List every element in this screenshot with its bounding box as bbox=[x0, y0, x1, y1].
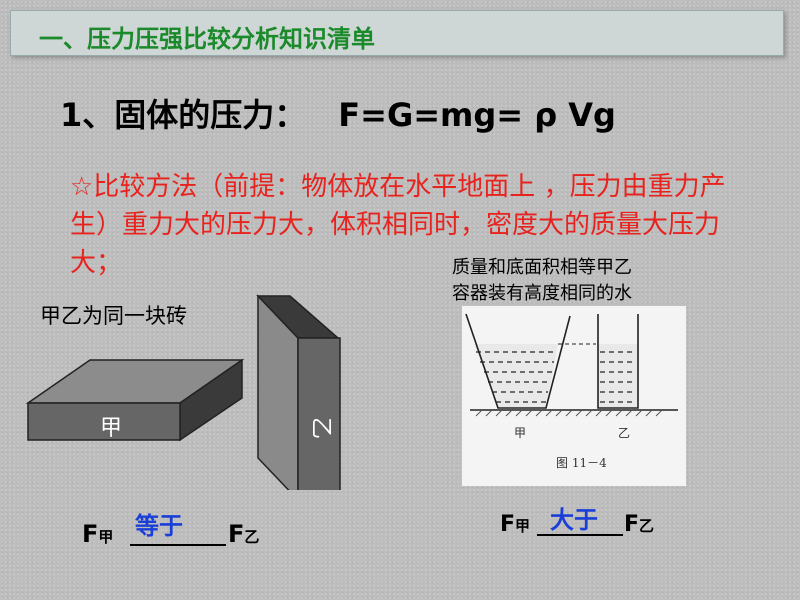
brick-caption: 甲乙为同一块砖 bbox=[40, 304, 187, 328]
brick-b-label: 乙 bbox=[308, 416, 334, 440]
heading-label: 1、固体的压力： bbox=[60, 96, 307, 134]
right-answer: 大于 bbox=[550, 506, 598, 534]
left-f-b: F乙 bbox=[228, 520, 260, 548]
right-answer-line bbox=[537, 534, 623, 536]
pressure-formula: F=G=mg= ρ Vg bbox=[338, 96, 616, 134]
left-answer-line bbox=[130, 544, 226, 546]
right-f-b: F乙 bbox=[624, 512, 655, 537]
brick-a-label: 甲 bbox=[100, 416, 123, 441]
left-answer: 等于 bbox=[135, 512, 183, 540]
container-b-water bbox=[598, 344, 638, 408]
brick-b-front bbox=[297, 337, 341, 490]
comparison-method-text: ☆比较方法（前提：物体放在水平地面上 ，压力由重力产生）重力大的压力大，体积相同… bbox=[70, 172, 726, 278]
title-bar: 一、压力压强比较分析知识清单 bbox=[10, 10, 784, 56]
slide-title: 一、压力压强比较分析知识清单 bbox=[39, 25, 375, 53]
container-figure: 甲 乙 图 11－4 bbox=[462, 306, 686, 486]
container-b-label: 乙 bbox=[618, 426, 631, 440]
brick-a-front bbox=[27, 402, 181, 441]
right-f-a: F甲 bbox=[500, 512, 531, 537]
container-b-walls bbox=[597, 314, 639, 409]
container-caption: 质量和底面积相等甲乙 容器装有高度相同的水 bbox=[452, 257, 632, 304]
container-a-label: 甲 bbox=[514, 426, 527, 440]
container-a-walls bbox=[465, 313, 571, 409]
bricks-illustration bbox=[25, 294, 341, 490]
left-f-a: F甲 bbox=[82, 520, 114, 548]
containers-illustration bbox=[465, 313, 678, 417]
section-heading: 1、固体的压力： F=G=mg= ρ Vg bbox=[60, 90, 616, 136]
figure-caption: 图 11－4 bbox=[556, 456, 607, 470]
